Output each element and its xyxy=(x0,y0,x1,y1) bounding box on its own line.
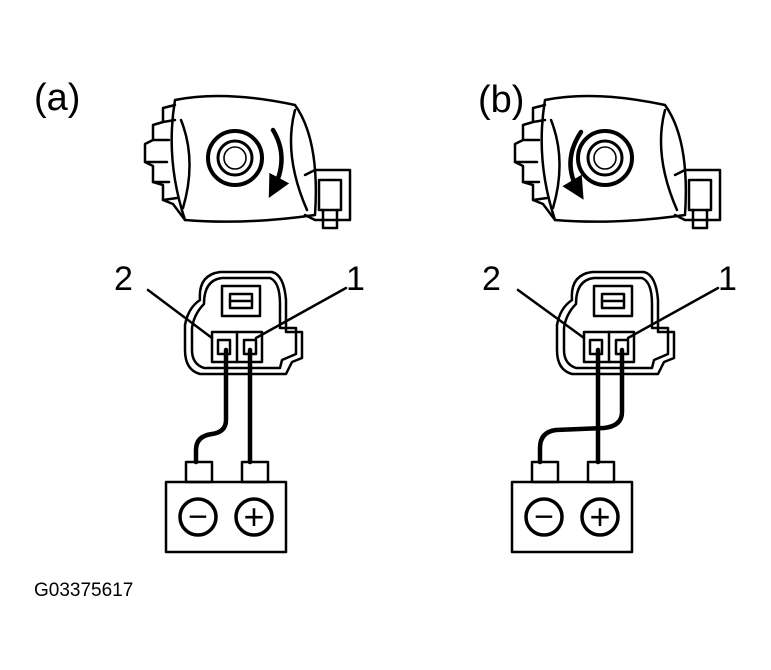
panel-b-label: (b) xyxy=(478,79,524,121)
wire-terminal-2-a xyxy=(193,347,229,465)
terminal-2-label-b: 2 xyxy=(482,260,501,298)
battery-negative-icon: − xyxy=(534,498,554,536)
battery-b: − + xyxy=(510,460,634,554)
terminal-1-label-b: 1 xyxy=(718,260,737,298)
motor-b xyxy=(513,94,722,230)
battery-negative-icon: − xyxy=(188,498,208,536)
battery-a: − + xyxy=(164,460,288,554)
terminal-2-label-a: 2 xyxy=(114,260,133,298)
rotation-arrow-clockwise-icon xyxy=(268,127,290,198)
panel-a: (a) 2 1 − + xyxy=(34,77,365,554)
battery-positive-icon: + xyxy=(589,496,610,537)
panel-a-label: (a) xyxy=(34,77,80,119)
wire-terminal-1-b xyxy=(537,347,625,465)
motor-a xyxy=(143,94,352,230)
terminal-1-label-a: 1 xyxy=(346,260,365,298)
rotation-arrow-counterclockwise-icon xyxy=(562,129,584,200)
figure-code: G03375617 xyxy=(34,580,133,601)
panel-b: (b) 2 1 − + xyxy=(478,79,737,554)
battery-positive-icon: + xyxy=(243,496,264,537)
